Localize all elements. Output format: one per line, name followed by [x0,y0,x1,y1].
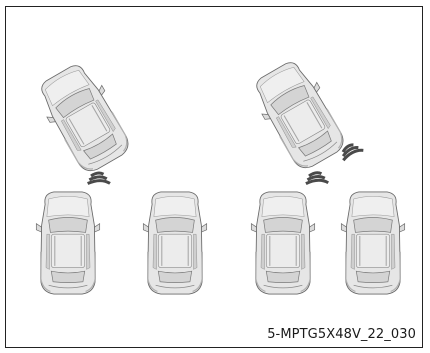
parked-car-3 [251,192,314,294]
moving-car-left [31,58,137,178]
sensor-wave-left [88,171,112,187]
sensor-wave-right-2 [340,142,365,160]
left-scene [31,58,207,294]
right-scene [246,55,405,294]
sensor-wave-right-1 [306,171,330,186]
parked-car-2 [143,192,206,294]
parked-car-1 [36,192,99,294]
moving-car-right [246,55,352,175]
figure-code: 5-MPTG5X48V_22_030 [267,327,416,342]
parked-car-4 [341,192,404,294]
